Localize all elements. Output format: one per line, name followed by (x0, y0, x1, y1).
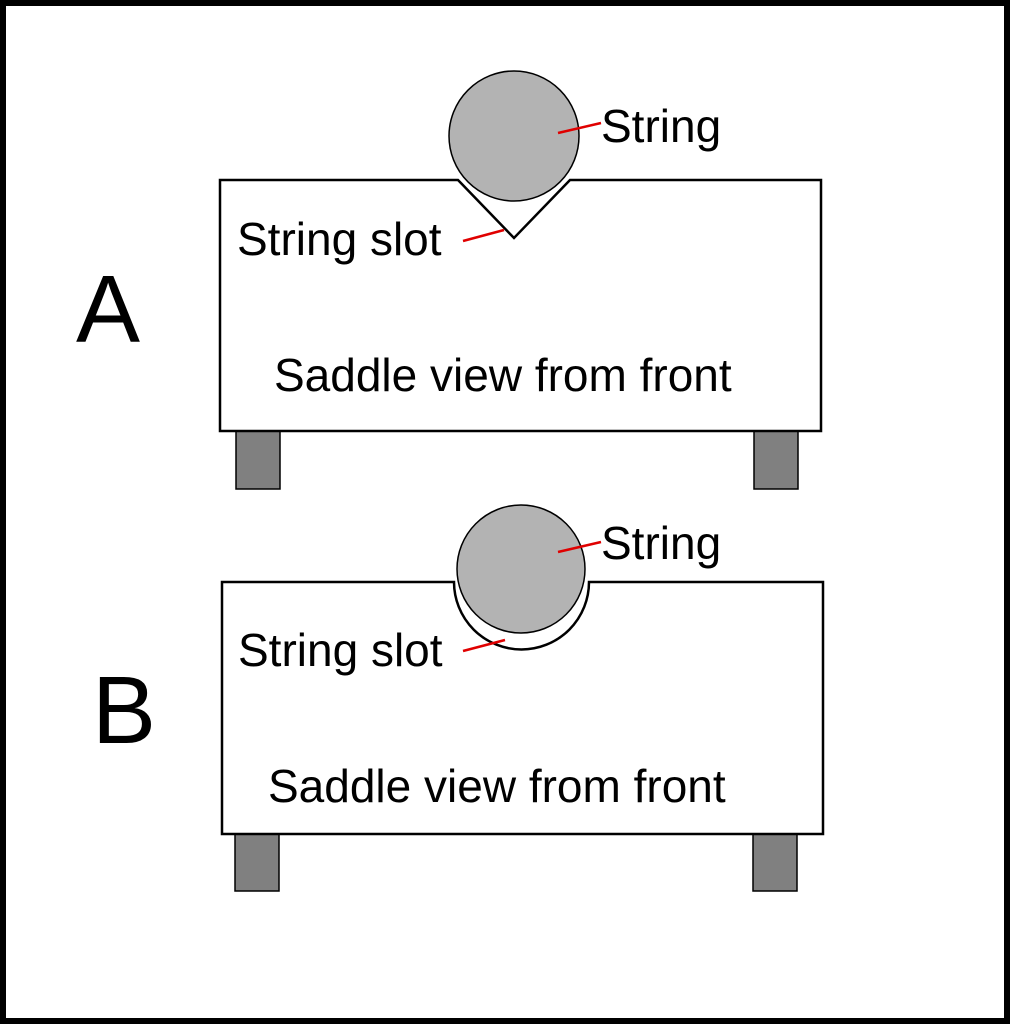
saddle-body (218, 178, 823, 433)
slot-leader-line (462, 638, 506, 653)
diagram-a: A String String slot Saddle view from fr… (76, 70, 823, 490)
string-circle (448, 70, 580, 202)
slot-leader-line (462, 228, 505, 243)
string-slot-label: String slot (237, 213, 442, 265)
string-label: String (601, 517, 721, 569)
saddle-caption: Saddle view from front (268, 760, 726, 812)
string-slot-label: String slot (238, 624, 443, 676)
saddle-body (220, 580, 825, 836)
string-leader-line (557, 121, 602, 135)
string-circle (456, 504, 586, 634)
diagram-letter: A (76, 256, 140, 363)
saddle-leg-left (234, 833, 280, 892)
saddle-caption: Saddle view from front (274, 349, 732, 401)
diagram-letter: B (92, 657, 156, 764)
saddle-leg-right (753, 430, 799, 490)
saddle-leg-right (752, 833, 798, 892)
diagram-b: B String String slot Saddle view from fr… (92, 504, 825, 892)
string-leader-line (557, 540, 602, 554)
saddle-leg-left (235, 430, 281, 490)
string-label: String (601, 100, 721, 152)
